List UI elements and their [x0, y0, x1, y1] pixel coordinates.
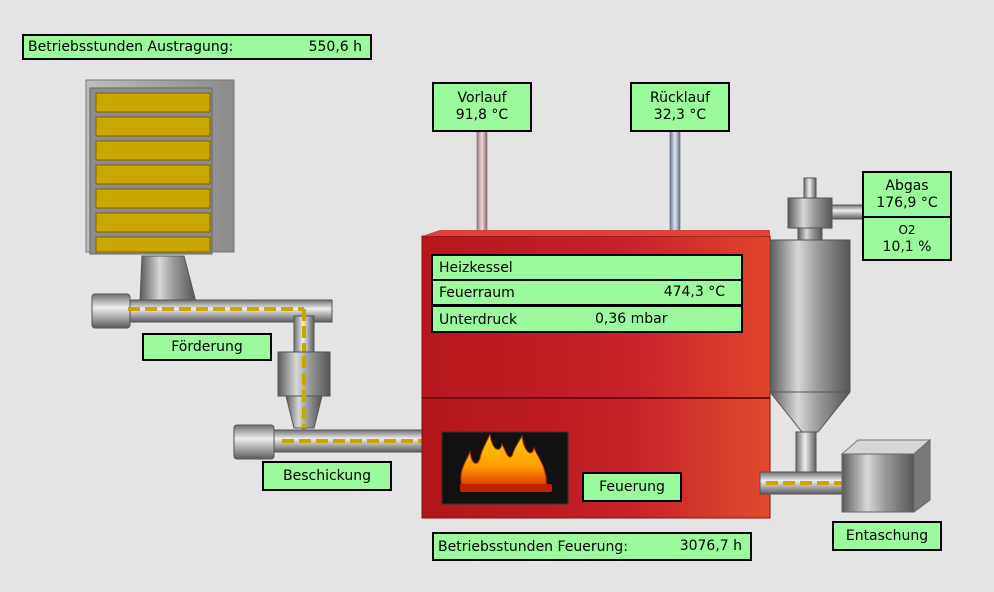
abgas-value: 176,9 °C — [876, 194, 938, 211]
austragung-hours-label: Betriebsstunden Austragung: — [28, 39, 234, 55]
abgas-label: Abgas — [885, 177, 929, 194]
ruecklauf-value: 32,3 — [653, 107, 685, 123]
vorlauf-panel: Vorlauf 91,8 °C — [432, 82, 532, 132]
conveyor-foerderung — [91, 293, 333, 440]
o2-value: 10,1 % — [882, 238, 932, 255]
entaschung-label: Entaschung — [832, 521, 942, 551]
feuerung-hours-value: 3076,7 h — [679, 538, 742, 554]
ruecklauf-pipe — [669, 129, 681, 241]
entaschung-text: Entaschung — [845, 527, 929, 544]
abgas-panel: Abgas 176,9 °C — [862, 171, 952, 218]
foerderung-label: Förderung — [142, 333, 272, 361]
austragung-hours-panel: Betriebsstunden Austragung: 550,6 h — [22, 34, 372, 60]
unterdruck-value: 0,36 mbar — [595, 311, 668, 327]
vorlauf-pipe — [476, 129, 488, 241]
conveyor-beschickung — [233, 424, 423, 460]
heizkessel-title: Heizkessel — [439, 260, 513, 276]
unterdruck-label: Unterdruck — [439, 312, 518, 328]
unterdruck-row: Unterdruck 0,36 mbar — [431, 305, 743, 333]
feuerraum-value: 474,3 °C — [663, 284, 725, 300]
heizkessel-title-row: Heizkessel — [431, 254, 743, 281]
beschickung-text: Beschickung — [283, 467, 371, 484]
vorlauf-readout: 91,8 °C — [456, 107, 508, 124]
fire-window — [441, 431, 569, 505]
ruecklauf-label: Rücklauf — [649, 90, 711, 106]
feuerung-hours-label: Betriebsstunden Feuerung: — [438, 539, 628, 555]
feuerraum-row: Feuerraum 474,3 °C — [431, 279, 743, 306]
ruecklauf-panel: Rücklauf 32,3 °C — [630, 82, 730, 132]
vorlauf-value: 91,8 — [455, 107, 487, 123]
feuerung-text: Feuerung — [599, 478, 665, 495]
austragung-hours-value: 550,6 h — [308, 39, 362, 55]
drop-shaft — [277, 351, 331, 429]
feuerung-hours-panel: Betriebsstunden Feuerung: 3076,7 h — [432, 532, 752, 561]
ruecklauf-readout: 32,3 °C — [654, 107, 706, 124]
flame-icon — [460, 433, 547, 489]
feuerraum-label: Feuerraum — [439, 285, 515, 301]
o2-label: O2 — [898, 222, 916, 237]
vorlauf-label: Vorlauf — [457, 90, 507, 106]
foerderung-text: Förderung — [171, 338, 243, 355]
vorlauf-unit: °C — [491, 107, 509, 123]
cyclone-separator — [768, 177, 865, 473]
storage-silo — [85, 79, 235, 303]
feuerung-label: Feuerung — [582, 472, 682, 502]
o2-panel: O2 10,1 % — [862, 216, 952, 261]
beschickung-label: Beschickung — [262, 461, 392, 491]
conveyor-entaschung — [759, 438, 932, 513]
ruecklauf-unit: °C — [689, 107, 707, 123]
